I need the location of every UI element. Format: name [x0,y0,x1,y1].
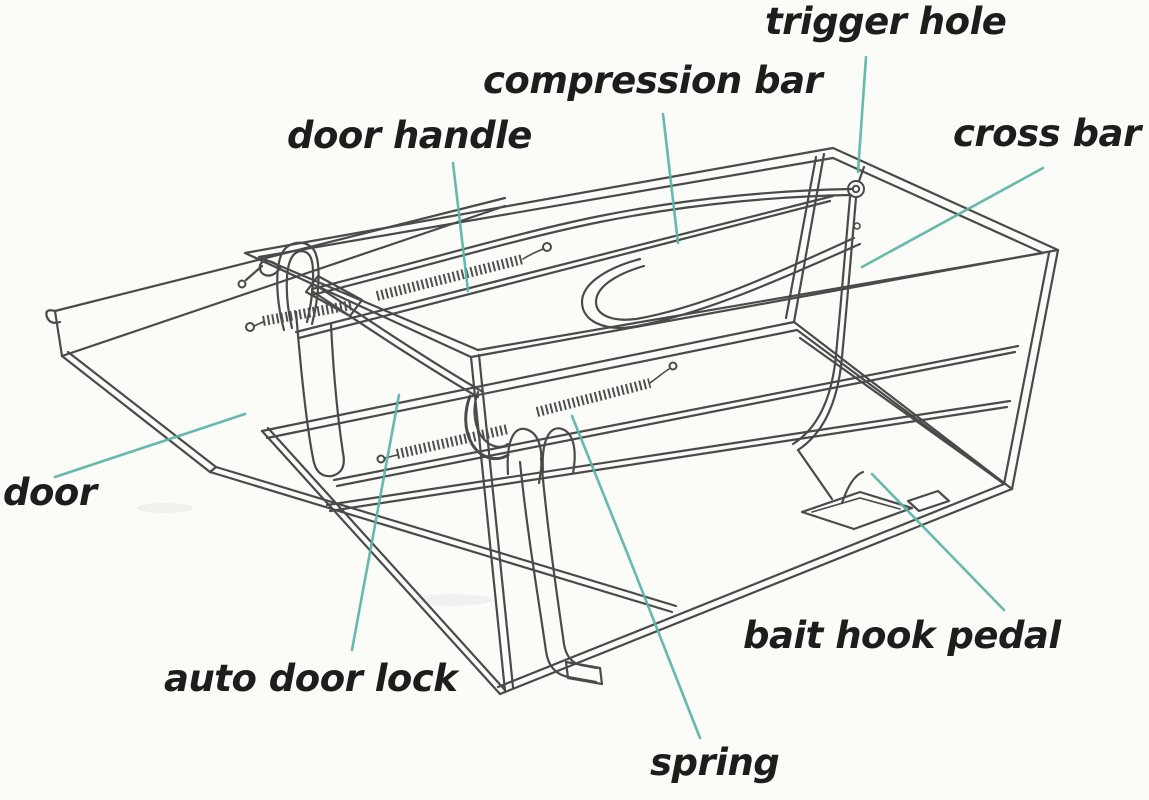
label-door: door [3,471,97,514]
label-bait-hook-pedal: bait hook pedal [743,614,1061,657]
cage-frame [243,146,1060,696]
leader-door [53,412,247,479]
bait-hook-pedal-part [800,470,951,531]
door-panel [45,196,862,614]
auto-door-lock-wires [294,310,604,686]
leader-bait-hook-pedal [870,472,1006,612]
leader-auto-door-lock [350,393,401,652]
label-compression-bar: compression bar [483,59,823,102]
label-door-handle: door handle [287,114,532,157]
cross-bar-wire [791,195,861,501]
label-cross-bar: cross bar [953,112,1141,155]
spring-coil [245,300,353,332]
label-spring: spring [650,741,780,784]
leader-spring [570,414,702,740]
compression-bar-wire [310,187,854,297]
door-handle-assembly [237,241,485,399]
spring-coils [245,242,678,464]
leader-trigger-hole [856,55,868,174]
label-trigger-hole: trigger hole [765,0,1007,43]
spring-coil [375,242,552,301]
ground-shadows [137,503,492,606]
leader-door-handle [451,161,470,293]
label-auto-door-lock: auto door lock [164,657,458,700]
leader-cross-bar [860,166,1045,269]
leader-compression-bar [661,112,680,245]
spring-coil [535,361,678,417]
